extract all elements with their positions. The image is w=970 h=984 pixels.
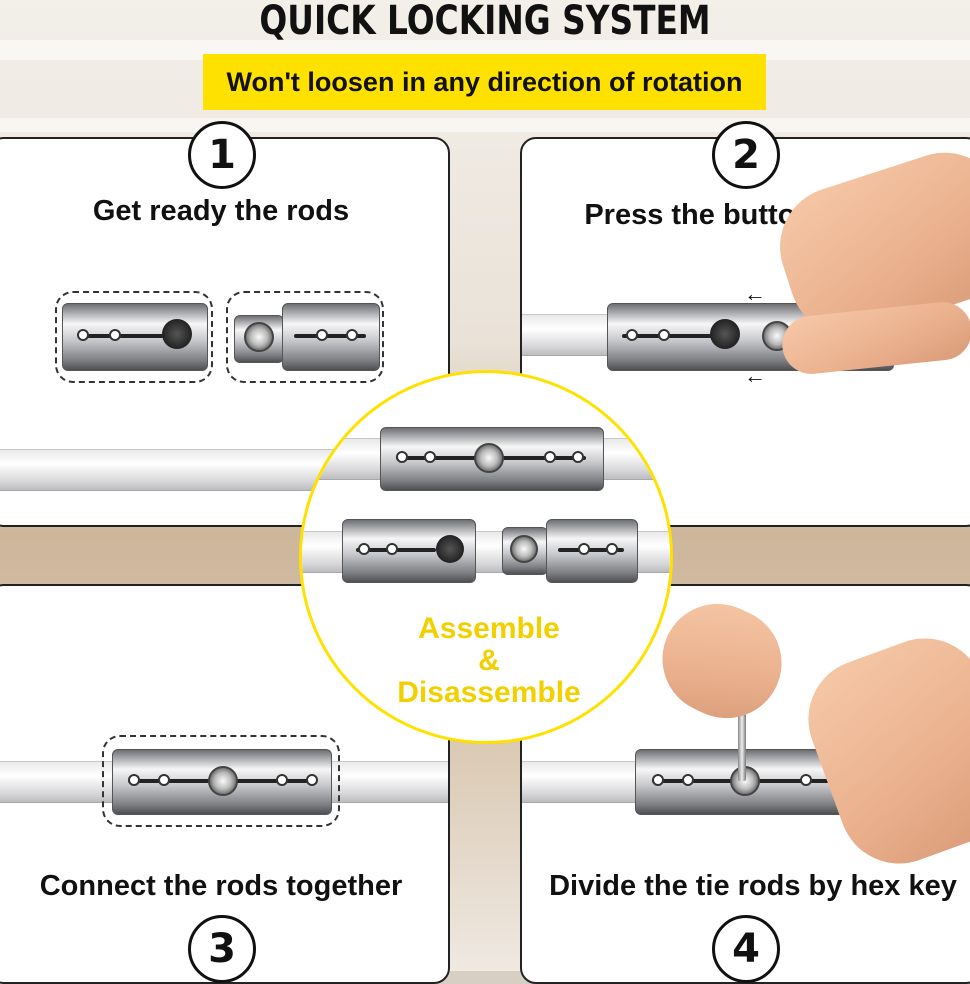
hole <box>77 329 89 341</box>
center-label-disassemble: Disassemble <box>397 676 581 709</box>
hole <box>109 329 121 341</box>
lock-button <box>208 766 238 796</box>
step-number-1: 1 <box>188 121 256 189</box>
hole <box>572 451 584 463</box>
hole <box>396 451 408 463</box>
hole <box>306 774 318 786</box>
hole <box>424 451 436 463</box>
arrow-left-icon: ← <box>744 363 766 388</box>
step-caption: Divide the tie rods by hex key <box>549 870 957 902</box>
center-label-assemble: Assemble <box>418 612 560 645</box>
center-label-ampersand: & <box>478 644 500 677</box>
step-number-4: 4 <box>712 915 780 983</box>
tagline-banner: Won't loosen in any direction of rotatio… <box>203 54 766 110</box>
hole <box>800 774 812 786</box>
hole <box>652 774 664 786</box>
hole <box>346 329 358 341</box>
step-number-2: 2 <box>712 121 780 189</box>
step-caption: Get ready the rods <box>92 195 350 227</box>
lock-button <box>510 535 538 563</box>
ceiling-beam <box>0 118 970 132</box>
arrow-left-icon: ← <box>744 281 766 306</box>
slot <box>294 334 366 338</box>
hole <box>128 774 140 786</box>
lock-button <box>474 443 504 473</box>
hole <box>658 329 670 341</box>
hole <box>544 451 556 463</box>
hole <box>158 774 170 786</box>
lock-button <box>244 322 274 352</box>
lock-knob <box>436 535 464 563</box>
slot <box>82 334 172 338</box>
dashed-outline <box>226 291 384 383</box>
slot <box>558 548 624 552</box>
hole <box>386 543 398 555</box>
hole <box>682 774 694 786</box>
hole <box>276 774 288 786</box>
lock-knob <box>162 319 192 349</box>
hole <box>316 329 328 341</box>
rod <box>522 314 622 356</box>
hole <box>626 329 638 341</box>
hex-key <box>738 686 746 781</box>
dashed-outline <box>55 291 213 383</box>
hole <box>606 543 618 555</box>
lock-knob <box>710 319 740 349</box>
page-title: QUICK LOCKING SYSTEM <box>259 0 711 44</box>
step-number-3: 3 <box>188 915 256 983</box>
hand-holding-rod <box>791 621 970 881</box>
slot <box>622 334 732 338</box>
step-caption: Connect the rods together <box>39 870 403 902</box>
hole <box>358 543 370 555</box>
hole <box>578 543 590 555</box>
dashed-outline <box>102 735 340 827</box>
assemble-disassemble-circle: Assemble & Disassemble <box>299 370 673 744</box>
